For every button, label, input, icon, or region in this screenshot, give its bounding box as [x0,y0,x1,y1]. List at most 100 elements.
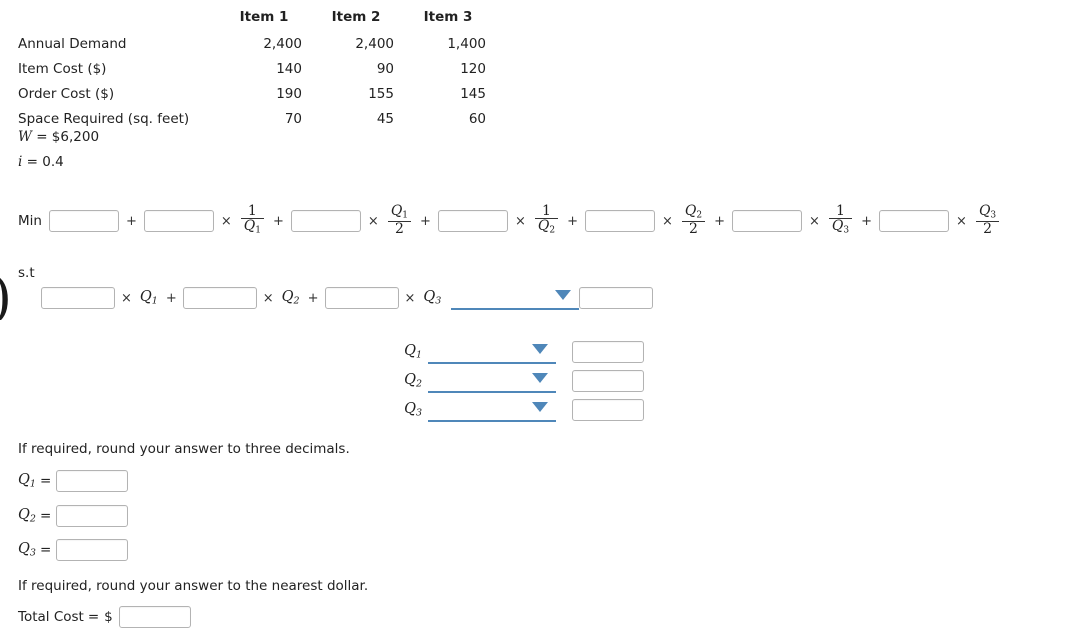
objective-function-row: Min + × 1 Q1 + × Q1 2 + × 1 Q2 + × Q2 2 … [18,196,1001,246]
answer-label-q1: Q1 [18,472,36,490]
scalar-w-equals: = [36,129,48,145]
answer-label-q2: Q2 [18,507,36,525]
constraint-rhs-input[interactable] [579,287,654,309]
objective-coefficient-input-6[interactable] [732,210,802,232]
objective-coefficient-input-7[interactable] [879,210,950,232]
total-cost-currency-symbol: $ [104,609,113,625]
fraction-numerator: 1 [836,202,845,219]
constraint-coefficient-input-2[interactable] [182,287,257,309]
plus-operator-5: + [714,213,725,229]
sign-restriction-input-q3[interactable] [572,399,644,421]
cell-order-cost-item-2: 155 [368,85,394,102]
times-operator-1: × [220,213,232,229]
cell-annual-demand-item-3: 1,400 [447,35,486,52]
fraction-numerator: 1 [541,202,551,219]
table-row: Space Required (sq. feet) 70 45 60 [18,106,494,131]
scalar-w-line: W = $6,200 [18,129,99,145]
table-corner-cell [18,4,218,31]
fraction-denominator: 2 [975,220,1000,236]
chevron-down-icon [532,402,548,412]
total-cost-row: Total Cost = $ [18,606,191,628]
constraint-plus-1: + [165,290,177,306]
sign-restriction-select-q1[interactable] [428,340,556,364]
min-label: Min [18,213,42,229]
table-header-row: Item 1 Item 2 Item 3 [18,4,494,31]
fraction-numerator: Q3 [978,202,997,221]
times-operator-5: × [809,213,820,229]
sign-restriction-label-q1: Q1 [404,343,422,361]
fraction-one-over-q1: 1 Q1 [240,202,264,236]
scalar-i-equals: = [26,154,38,170]
item-parameters-table: Item 1 Item 2 Item 3 Annual Demand 2,400… [18,4,494,131]
times-operator-2: × [367,213,379,229]
large-parenthesis-glyph: ) [0,276,13,320]
fraction-denominator: Q1 [240,218,264,236]
constraint-coefficient-input-1[interactable] [41,287,115,309]
row-label-order-cost: Order Cost ($) [18,85,115,102]
sign-restriction-label-q3: Q3 [404,401,422,419]
sign-restriction-input-q1[interactable] [572,341,644,363]
fraction-denominator: Q3 [828,218,853,236]
objective-coefficient-input-2[interactable] [143,210,214,232]
fraction-q2-over-two: Q2 2 [681,202,706,236]
answer-input-q3[interactable] [56,539,129,561]
sign-restriction-input-q2[interactable] [572,370,644,392]
objective-coefficient-input-3[interactable] [290,210,361,232]
fraction-numerator: 1 [247,202,257,219]
fraction-denominator: 2 [387,220,412,236]
scalar-i-symbol: i [18,154,23,170]
sign-restriction-select-q3[interactable] [428,398,556,422]
cell-space-required-item-3: 60 [468,110,486,127]
objective-coefficient-input-4[interactable] [437,210,508,232]
cell-space-required-item-1: 70 [284,110,302,127]
plus-operator-1: + [125,213,137,229]
scalar-w-symbol: W [18,129,32,145]
answer-row-q3: Q3 = [18,539,129,561]
row-label-item-cost: Item Cost ($) [18,60,107,77]
constraint-variable-q1: Q1 [139,289,158,307]
total-cost-input[interactable] [118,606,191,628]
answer-equals-q3: = [39,542,52,558]
subject-to-label: s.t [18,265,35,281]
chevron-down-icon [532,344,548,354]
answer-equals-q2: = [39,508,52,524]
constraint-plus-2: + [307,290,319,306]
fraction-numerator: Q2 [684,202,703,221]
constraint-variable-q2: Q2 [281,289,300,307]
constraint-row: × Q1 + × Q2 + × Q3 [41,286,654,310]
rounding-note-dollar: If required, round your answer to the ne… [18,578,369,594]
sign-restriction-row-q3: Q3 [396,398,644,422]
plus-operator-2: + [273,213,284,229]
constraint-variable-q3: Q3 [423,289,442,307]
answer-row-q1: Q1 = [18,470,129,492]
answer-equals-q1: = [39,473,52,489]
answer-input-q2[interactable] [56,505,129,527]
sign-restriction-row-q2: Q2 [396,369,644,393]
total-cost-label: Total Cost [18,609,84,625]
objective-coefficient-input-5[interactable] [584,210,655,232]
cell-order-cost-item-1: 190 [276,85,302,102]
constraint-times-1: × [121,290,132,306]
plus-operator-3: + [420,213,431,229]
column-header-item-1: Item 1 [239,8,289,25]
table-row: Item Cost ($) 140 90 120 [18,56,494,81]
cell-item-cost-item-2: 90 [376,60,394,77]
row-label-annual-demand: Annual Demand [18,35,127,52]
constraint-times-2: × [262,290,274,306]
rounding-note-decimals: If required, round your answer to three … [18,441,350,457]
plus-operator-4: + [567,213,578,229]
chevron-down-icon [532,373,548,383]
sign-restriction-row-q1: Q1 [396,340,644,364]
times-operator-6: × [956,213,967,229]
constraint-times-3: × [404,290,416,306]
chevron-down-icon [555,290,572,300]
objective-coefficient-input-1[interactable] [48,210,119,232]
sign-restriction-select-q2[interactable] [428,369,556,393]
answer-input-q1[interactable] [56,470,129,492]
fraction-one-over-q3: 1 Q3 [828,202,853,236]
answer-row-q2: Q2 = [18,505,129,527]
cell-order-cost-item-3: 145 [460,85,486,102]
constraint-coefficient-input-3[interactable] [324,287,399,309]
cell-annual-demand-item-2: 2,400 [355,35,394,52]
constraint-relation-select[interactable] [451,286,580,310]
